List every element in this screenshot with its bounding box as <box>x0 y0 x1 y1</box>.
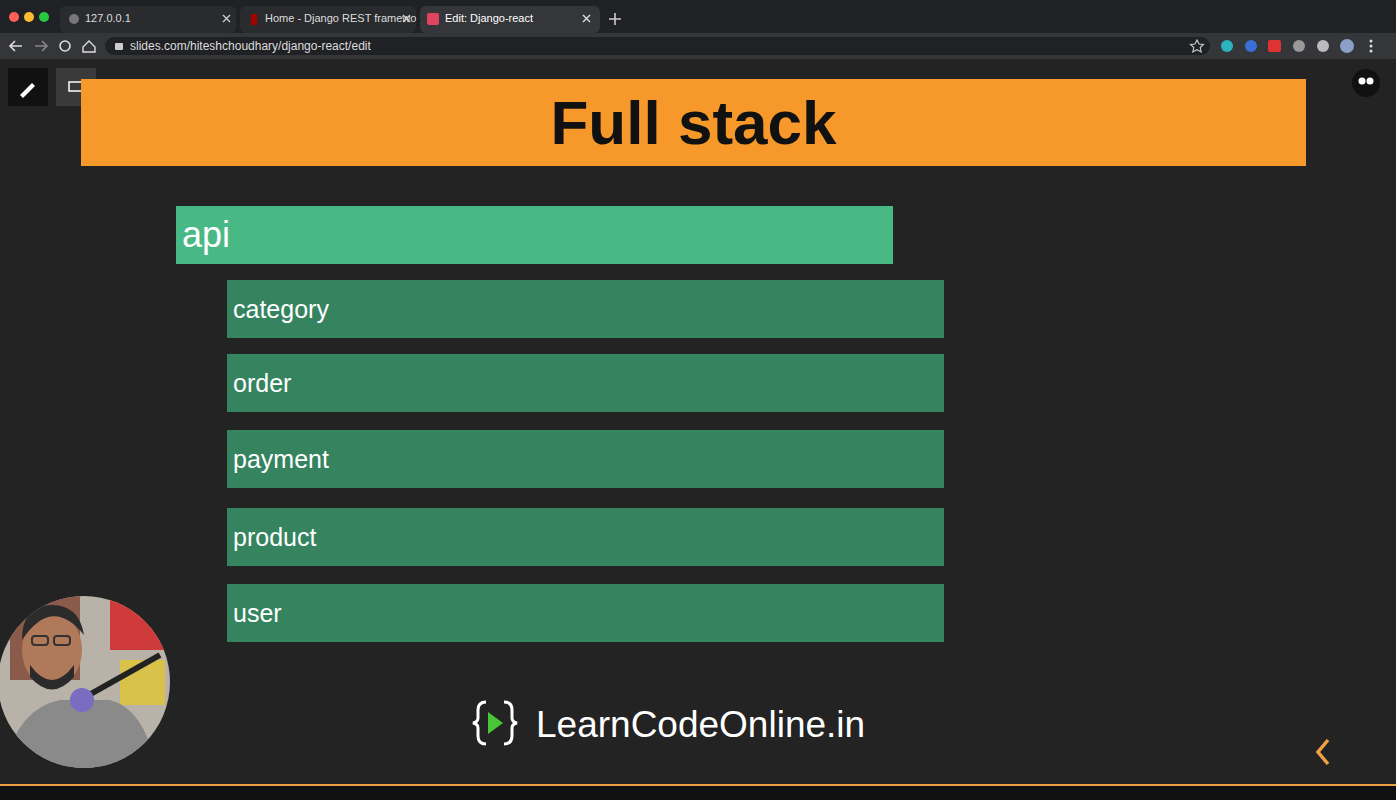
collab-icon <box>1367 78 1374 85</box>
window-button <box>39 12 49 22</box>
forward-icon <box>35 41 47 51</box>
group-label: api <box>182 214 230 256</box>
item-box: category <box>227 280 944 338</box>
video-bottom <box>0 786 1396 800</box>
back-icon <box>10 41 22 51</box>
item-box: product <box>227 508 944 566</box>
star-icon <box>1191 40 1204 52</box>
tab-icon <box>251 14 257 25</box>
slide-title: Full stack <box>551 87 837 158</box>
new-tab-plus <box>609 13 621 25</box>
tab-icon <box>69 14 79 24</box>
tab-strip <box>0 0 1396 33</box>
tab-title: Home - Django REST framewo <box>265 12 416 24</box>
extension-icon <box>1293 40 1305 52</box>
group-band: api <box>176 206 893 264</box>
tab-active <box>420 6 600 33</box>
pen-icon <box>20 83 35 98</box>
menu-icon <box>1370 41 1373 51</box>
tab-title: 127.0.0.1 <box>85 12 131 24</box>
extension-icon <box>1268 40 1281 52</box>
item-label: payment <box>233 445 329 474</box>
collab-button <box>1352 69 1380 97</box>
item-label: user <box>233 599 282 628</box>
webcam <box>0 590 170 790</box>
video-border <box>0 784 1396 786</box>
logo-brace <box>473 702 486 744</box>
logo-brace <box>504 702 517 744</box>
extension-icon <box>1221 40 1233 52</box>
item-label: category <box>233 295 329 324</box>
item-box: order <box>227 354 944 412</box>
item-box: user <box>227 584 944 642</box>
window-button <box>24 12 34 22</box>
toolbar <box>0 33 1396 59</box>
tab-icon <box>427 13 439 25</box>
extension-icon <box>1245 40 1257 52</box>
title-band <box>81 79 1306 166</box>
window-button <box>9 12 19 22</box>
address-bar <box>105 37 1210 55</box>
item-label: order <box>233 369 291 398</box>
slide-ground <box>0 59 1396 785</box>
home-icon <box>83 41 95 52</box>
tab-close <box>223 15 230 22</box>
collab-icon <box>1359 78 1366 85</box>
tab <box>60 6 236 33</box>
title-box: Full stack <box>81 79 1306 166</box>
lock-icon <box>115 43 123 50</box>
tool-button <box>8 68 48 106</box>
extension-icon <box>1317 40 1329 52</box>
reload-icon <box>60 41 70 51</box>
profile-icon <box>1340 39 1354 53</box>
address-url: slides.com/hiteshchoudhary/django-react/… <box>130 39 371 53</box>
tab-close <box>583 15 590 22</box>
nav-chevron <box>1318 740 1328 764</box>
brand-name: LearnCodeOnline.in <box>536 704 865 746</box>
tab-title: Edit: Django-react <box>445 12 533 24</box>
item-box: payment <box>227 430 944 488</box>
item-label: product <box>233 523 316 552</box>
screen-icon <box>69 82 82 91</box>
tab <box>240 6 416 33</box>
logo-play <box>488 712 503 734</box>
